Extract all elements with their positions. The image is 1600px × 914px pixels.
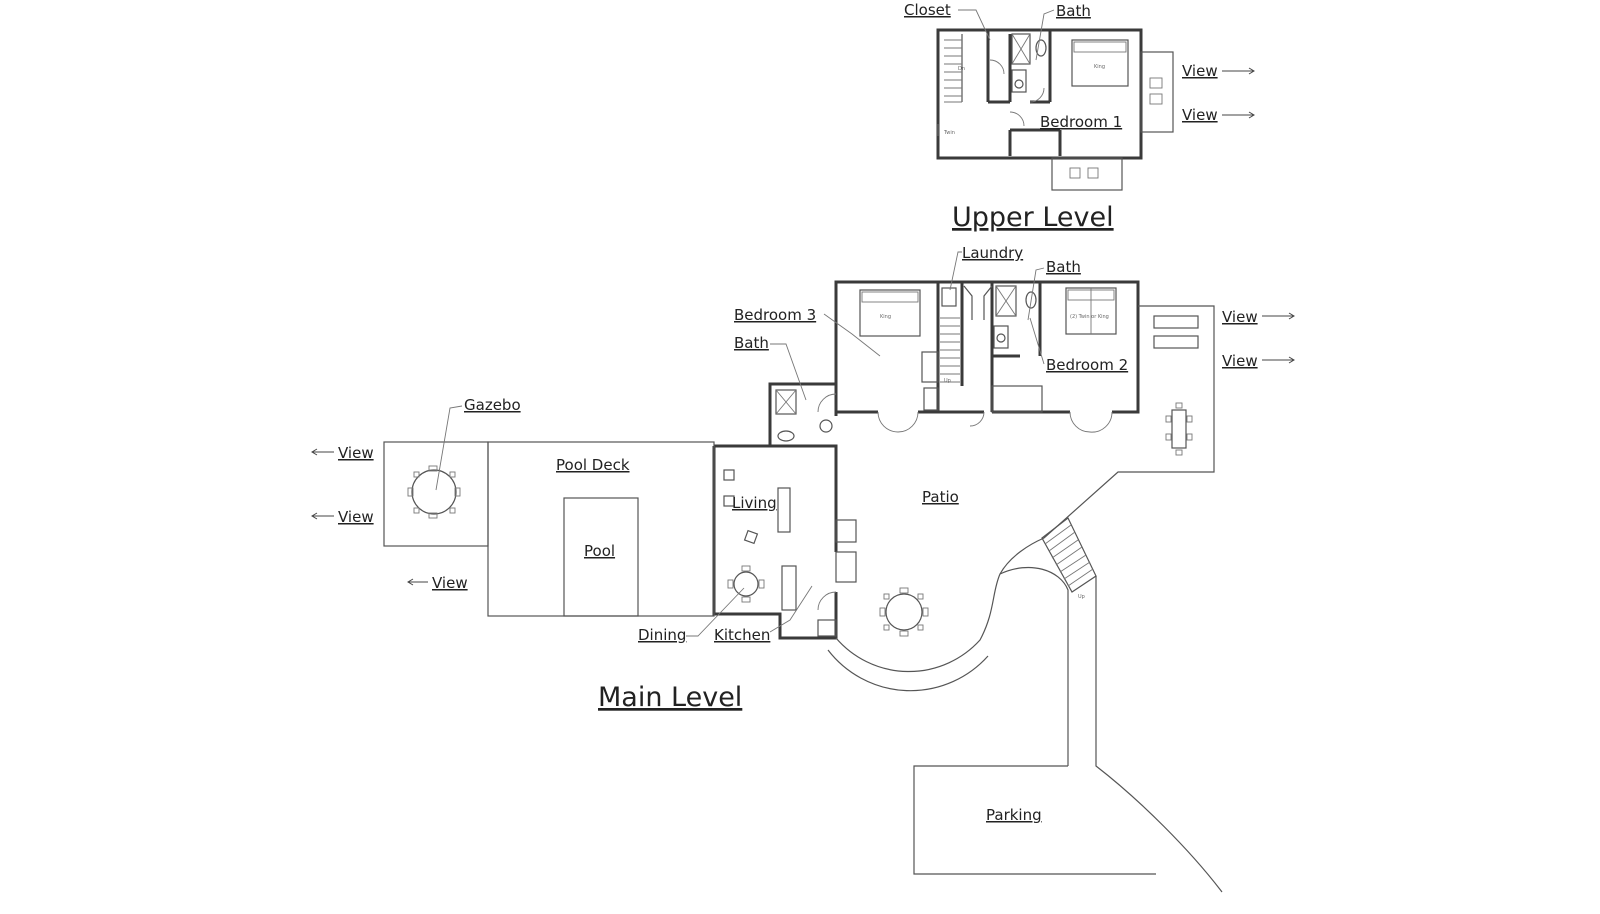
bedroom3-label: Bedroom 3 xyxy=(734,306,816,324)
upper-south-balcony xyxy=(1051,157,1123,191)
patio-round-table xyxy=(885,593,923,631)
upper-shower xyxy=(1011,33,1031,65)
laundry-leader xyxy=(949,251,962,291)
pool xyxy=(563,497,639,617)
dining-label: Dining xyxy=(638,626,686,644)
small-bath-wall xyxy=(768,382,836,448)
upper-view-2-label[interactable]: View xyxy=(1182,106,1218,124)
bath2-shower xyxy=(995,285,1017,317)
laundry-label: Laundry xyxy=(962,244,1023,262)
main-stairs-up-label: Up xyxy=(944,378,951,384)
upper-view-1-label[interactable]: View xyxy=(1182,62,1218,80)
upper-level-title: Upper Level xyxy=(952,202,1114,233)
outdoor-stairs xyxy=(1041,517,1097,593)
gazebo-pad xyxy=(383,441,489,547)
gazebo-label: Gazebo xyxy=(464,396,521,414)
upper-level-plan: King Dn Twin xyxy=(936,28,1174,191)
driveway-right-edge xyxy=(1095,576,1223,893)
kitchen-island xyxy=(781,565,797,611)
bedroom1-label: Bedroom 1 xyxy=(1040,113,1122,131)
parking-area xyxy=(913,765,1156,875)
left-view-2-label[interactable]: View xyxy=(338,508,374,526)
terrace-table xyxy=(1171,409,1187,449)
kitchen-leader xyxy=(769,585,813,633)
upper-king-label: King xyxy=(1094,64,1105,70)
living-sofa xyxy=(777,487,791,533)
bedroom3-leader xyxy=(823,313,881,357)
parking-label: Parking xyxy=(986,806,1042,824)
lounge-chair-1 xyxy=(1153,315,1199,329)
patio-label: Patio xyxy=(922,488,959,506)
bedroom3-king-label: King xyxy=(880,314,891,320)
main-stairs xyxy=(940,317,960,383)
upper-twin-label: Twin xyxy=(943,130,955,136)
living-label: Living xyxy=(732,494,777,512)
upper-stairs xyxy=(944,34,963,103)
right-view-1-label[interactable]: View xyxy=(1222,308,1258,326)
bedroom2-beds-label: (2) Twin or King xyxy=(1070,314,1109,320)
dining-leader xyxy=(686,587,745,637)
main-level-plan: Up King (2) Twin or King xyxy=(383,280,1223,893)
bedroom2-leader xyxy=(1029,317,1045,365)
driveway-left-edge xyxy=(999,566,1069,766)
living-north-wall xyxy=(714,444,838,512)
north-block-wall xyxy=(834,280,1140,416)
small-bath-shower xyxy=(775,389,797,415)
upper-bath-label: Bath xyxy=(1056,2,1091,20)
gazebo-table xyxy=(411,469,457,515)
small-bath-toilet xyxy=(777,430,795,442)
lounge-chair-2 xyxy=(1153,335,1199,349)
gazebo-leader xyxy=(435,405,463,491)
bottom-left-view-label[interactable]: View xyxy=(432,574,468,592)
closet-leader xyxy=(958,9,991,41)
pool-deck-label: Pool Deck xyxy=(556,456,630,474)
left-view-1-label[interactable]: View xyxy=(338,444,374,462)
upper-bath-leader xyxy=(1035,9,1055,61)
upper-dn-label: Dn xyxy=(958,66,965,72)
upper-king-bed xyxy=(1071,39,1129,87)
upper-outer-wall xyxy=(936,28,1143,160)
bedroom2-label: Bedroom 2 xyxy=(1046,356,1128,374)
outdoor-stairs-up-label: Up xyxy=(1078,594,1085,600)
bath-right-leader xyxy=(1027,267,1045,321)
main-level-title: Main Level xyxy=(598,682,742,713)
laundry-machine xyxy=(941,287,957,307)
bath2-toilet xyxy=(1025,291,1037,309)
patio-outline xyxy=(835,305,1215,673)
upper-east-balcony xyxy=(1140,51,1174,133)
closet-label: Closet xyxy=(904,1,951,19)
pool-label: Pool xyxy=(584,542,615,560)
dining-table xyxy=(733,571,759,597)
bath-left-label: Bath xyxy=(734,334,769,352)
kitchen-label: Kitchen xyxy=(714,626,770,644)
bath-right-label: Bath xyxy=(1046,258,1081,276)
right-view-2-label[interactable]: View xyxy=(1222,352,1258,370)
bath-left-leader xyxy=(770,343,807,401)
upper-toilet xyxy=(1035,39,1047,57)
kitchen-sink xyxy=(817,619,837,637)
bedroom3-king-bed xyxy=(859,289,921,337)
